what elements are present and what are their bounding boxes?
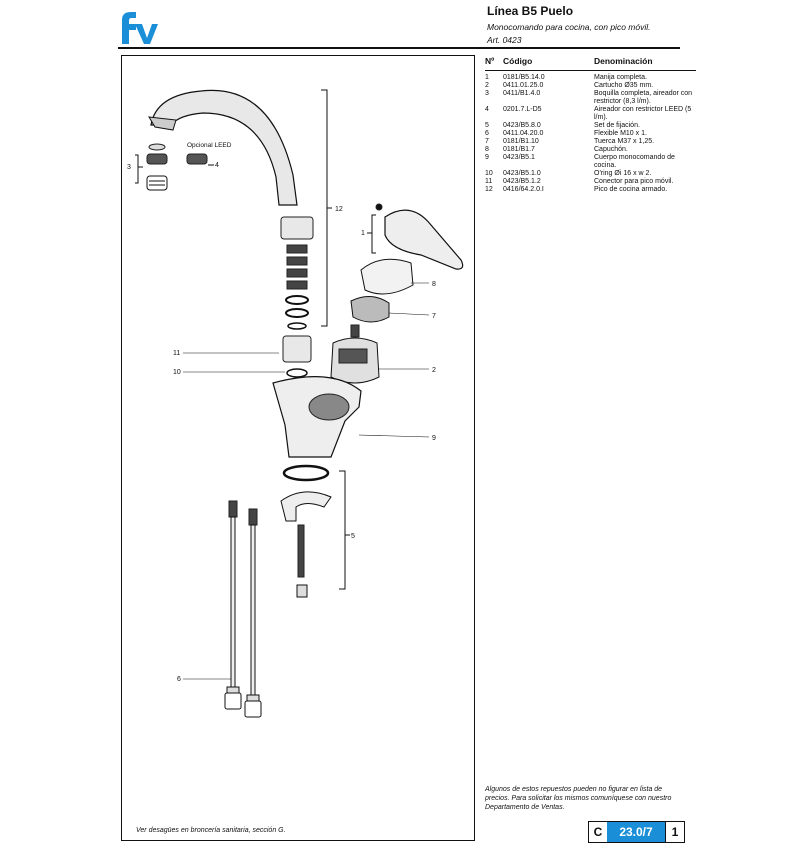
part-code: 0411/B1.4.0 xyxy=(503,89,541,97)
part-name: Aireador con restrictor LEED (5 l/m). xyxy=(594,105,692,121)
part-number: 3 xyxy=(485,89,489,97)
part-number: 6 xyxy=(485,130,489,138)
page-number: 1 xyxy=(665,822,684,842)
part-name: Cartucho Ø35 mm. xyxy=(594,81,654,89)
part-number: 10 xyxy=(485,170,493,178)
part-number: 12 xyxy=(485,186,493,194)
table-row: 4 0201.7.L-D5 Aireador con restrictor LEED… xyxy=(485,106,696,122)
product-description: Monocomando para cocina, con pico móvil. xyxy=(487,22,651,32)
part-code: 0201.7.L-D5 xyxy=(503,105,542,113)
spare-parts-notice: Algunos de estos repuestos pueden no fig… xyxy=(485,786,672,811)
part-name: Capuchón. xyxy=(594,146,628,154)
table-row: 3 0411/B1.4.0 Boquilla completa, aireador … xyxy=(485,90,696,106)
part-code: 0423/B5.1 xyxy=(503,154,535,162)
section-badge: C 23.0/7 1 xyxy=(588,821,685,843)
part-code: 0411.04.20.0 xyxy=(503,130,544,138)
part-name: Boquilla completa, aireador con restrict… xyxy=(594,89,693,105)
body-part xyxy=(272,376,362,458)
callout-9: 9 xyxy=(432,435,436,442)
table-row: 9 0423/B5.1 Cuerpo monocomando de cocina. xyxy=(485,154,696,170)
part-name: Manija completa. xyxy=(594,73,647,81)
optional-leed-label: Opcional LEED xyxy=(187,142,232,149)
handle-part xyxy=(375,203,464,270)
callout-3: 3 xyxy=(127,164,131,171)
part-name: Tuerca M37 x 1,25. xyxy=(594,138,655,146)
table-row: 10 0423/B5.1.0 O'ring Øi 16 x w 2. xyxy=(485,170,696,178)
drainage-footnote: Ver desagües en broncería sanitaria, sec… xyxy=(136,827,286,834)
header-number: Nº xyxy=(485,56,503,71)
part-code: 0423/B5.1.2 xyxy=(503,178,541,186)
fv-logo xyxy=(122,12,158,44)
part-name: Cuerpo monocomando de cocina. xyxy=(594,154,675,170)
section-letter: C xyxy=(589,822,607,842)
oring-part xyxy=(286,368,308,378)
callout-1: 1 xyxy=(361,230,365,237)
flexible-hoses-part xyxy=(224,500,262,718)
section-number: 23.0/7 xyxy=(607,822,665,842)
table-row: 2 0411.01.25.0 Cartucho Ø35 mm. xyxy=(485,82,696,90)
part-code: 0423/B5.1.0 xyxy=(503,170,541,178)
part-code: 0411.01.25.0 xyxy=(503,81,544,89)
part-code: 0181/B1.10 xyxy=(503,138,539,146)
table-row: 11 0423/B5.1.2 Conector para pico móvil. xyxy=(485,178,696,186)
fixing-set-part xyxy=(280,464,332,598)
spout-part xyxy=(148,89,298,206)
part-number: 8 xyxy=(485,146,489,154)
part-name: Flexible M10 x 1. xyxy=(594,130,647,138)
header-name: Denominación xyxy=(594,56,696,71)
header-rule xyxy=(118,47,680,49)
part-number: 9 xyxy=(485,154,489,162)
part-name: Set de fijación. xyxy=(594,122,640,130)
table-row: 1 0181/B5.14.0 Manija completa. xyxy=(485,70,696,82)
parts-table: Nº Código Denominación 1 0181/B5.14.0 Mani… xyxy=(485,56,696,194)
table-row: 8 0181/B1.7 Capuchón. xyxy=(485,146,696,154)
part-code: 0416/64.2.0.I xyxy=(503,186,544,194)
part-name: Pico de cocina armado. xyxy=(594,186,668,194)
callout-12: 12 xyxy=(335,206,343,213)
part-number: 7 xyxy=(485,138,489,146)
nut-part xyxy=(350,296,390,323)
part-number: 11 xyxy=(485,178,493,186)
page-title: Línea B5 Puelo xyxy=(487,4,574,18)
table-row: 12 0416/64.2.0.I Pico de cocina armado. xyxy=(485,186,696,194)
part-name: O'ring Øi 16 x w 2. xyxy=(594,170,652,178)
table-row: 5 0423/B5.8.0 Set de fijación. xyxy=(485,122,696,130)
callout-7: 7 xyxy=(432,313,436,320)
part-code: 0181/B1.7 xyxy=(503,146,535,154)
cartridge-part xyxy=(330,324,380,384)
connector-part xyxy=(282,335,312,363)
part-number: 4 xyxy=(485,105,489,113)
callout-10: 10 xyxy=(173,369,181,376)
part-number: 5 xyxy=(485,122,489,130)
part-code: 0181/B5.14.0 xyxy=(503,73,545,81)
diagram-frame xyxy=(121,55,475,841)
callout-4: 4 xyxy=(215,162,219,169)
callout-5: 5 xyxy=(351,533,355,540)
part-name: Conector para pico móvil. xyxy=(594,178,674,186)
part-number: 2 xyxy=(485,81,489,89)
table-row: 6 0411.04.20.0 Flexible M10 x 1. xyxy=(485,130,696,138)
callout-11: 11 xyxy=(173,350,180,357)
callout-2: 2 xyxy=(432,367,436,374)
article-number: Art. 0423 xyxy=(487,35,522,45)
spout-connector-stack xyxy=(280,216,314,330)
part-code: 0423/B5.8.0 xyxy=(503,122,541,130)
table-row: 7 0181/B1.10 Tuerca M37 x 1,25. xyxy=(485,138,696,146)
part-number: 1 xyxy=(485,73,489,81)
aerator-parts xyxy=(146,143,208,191)
cap-part xyxy=(360,258,414,295)
exploded-view-diagram: Opcional LEED 3 4 12 11 10 1 8 7 2 xyxy=(127,89,464,718)
header-code: Código xyxy=(503,56,594,71)
callout-8: 8 xyxy=(432,281,436,288)
callout-6: 6 xyxy=(177,676,181,683)
